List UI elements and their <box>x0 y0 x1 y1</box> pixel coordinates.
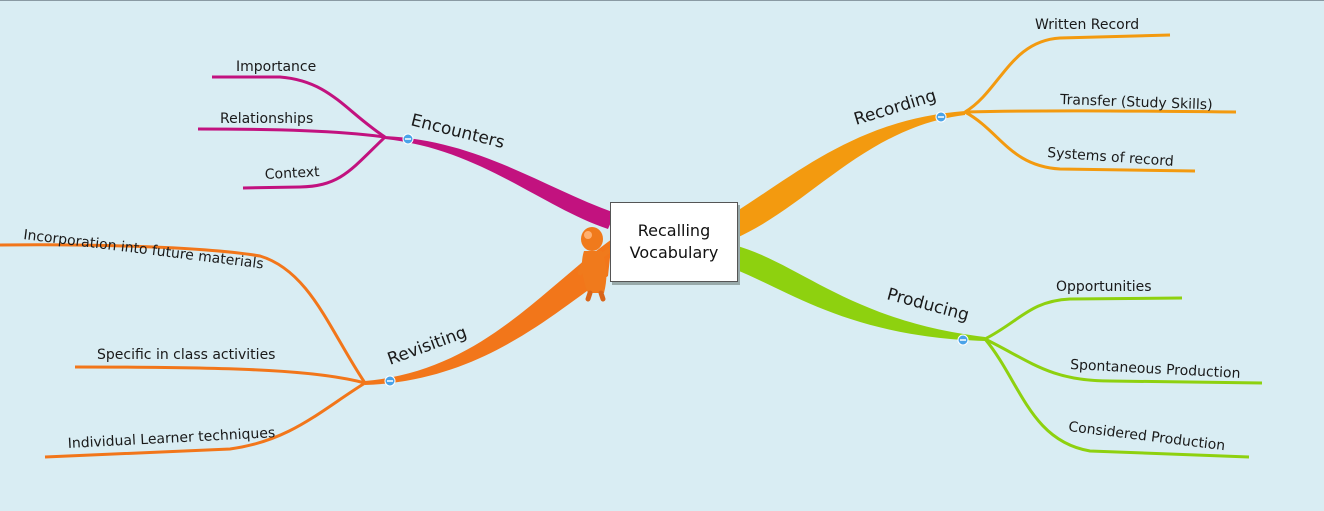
revisiting-child-incorporation[interactable]: Incorporation into future materials <box>23 227 265 272</box>
branch-revisiting[interactable]: Revisiting Incorporation into future mat… <box>0 227 612 459</box>
central-topic-line1: Recalling <box>637 221 711 240</box>
branch-recording[interactable]: Recording Written Record Transfer (Study… <box>734 17 1237 239</box>
revisiting-twig-specific <box>74 365 366 385</box>
recording-child-systems[interactable]: Systems of record <box>1047 145 1174 170</box>
central-topic-line2: Vocabulary <box>629 243 719 262</box>
recording-twig-systems <box>964 110 1196 173</box>
recording-trunk <box>734 111 965 239</box>
producing-twig-opportunities <box>984 296 1183 341</box>
producing-twig-spontaneous <box>984 337 1263 385</box>
branch-encounters[interactable]: Encounters Importance Relationships Cont… <box>197 59 615 229</box>
recording-child-transfer[interactable]: Transfer (Study Skills) <box>1059 92 1213 113</box>
encounters-twig-context <box>242 135 387 190</box>
recording-twig-written <box>964 33 1171 114</box>
recording-child-written[interactable]: Written Record <box>1035 17 1139 33</box>
collapse-toggle-icon[interactable] <box>957 334 969 346</box>
presenter-figure-icon <box>577 227 623 302</box>
encounters-child-context[interactable]: Context <box>264 164 320 183</box>
revisiting-child-specific[interactable]: Specific in class activities <box>97 347 275 363</box>
revisiting-twig-incorporation <box>0 243 367 384</box>
producing-child-opportunities[interactable]: Opportunities <box>1056 279 1152 295</box>
collapse-toggle-icon[interactable] <box>384 375 396 387</box>
encounters-twig-importance <box>212 75 386 139</box>
producing-trunk <box>734 245 985 341</box>
recording-twig-transfer <box>964 109 1237 114</box>
producing-twig-considered <box>983 338 1250 459</box>
encounters-trunk <box>385 136 615 229</box>
producing-child-considered[interactable]: Considered Production <box>1068 419 1227 454</box>
producing-child-spontaneous[interactable]: Spontaneous Production <box>1070 357 1241 382</box>
collapse-toggle-icon[interactable] <box>402 133 414 145</box>
encounters-label[interactable]: Encounters <box>409 110 507 153</box>
encounters-twig-relationships <box>197 127 386 139</box>
encounters-child-relationships[interactable]: Relationships <box>220 111 313 127</box>
branch-producing[interactable]: Producing Opportunities Spontaneous Prod… <box>734 245 1263 459</box>
encounters-child-importance[interactable]: Importance <box>236 59 316 75</box>
revisiting-twig-individual <box>44 381 366 459</box>
collapse-toggle-icon[interactable] <box>935 111 947 123</box>
central-topic[interactable]: Recalling Vocabulary <box>610 202 738 282</box>
